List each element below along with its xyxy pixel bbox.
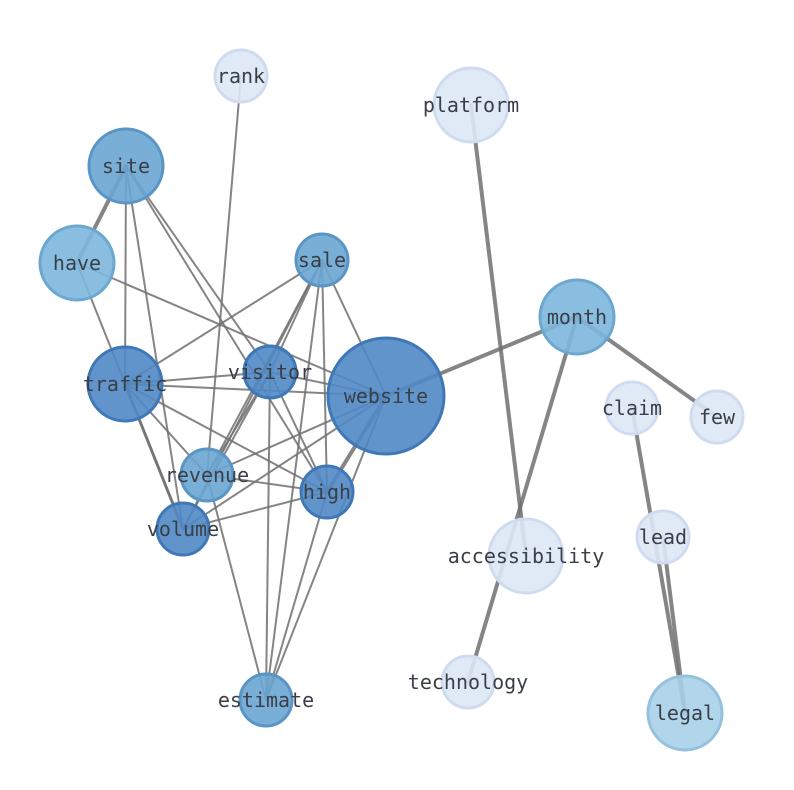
edge-sale-traffic xyxy=(124,259,323,385)
node-label-few: few xyxy=(699,405,736,429)
edge-site-visitor xyxy=(125,165,271,373)
edge-revenue-estimate xyxy=(206,474,267,701)
label-layer: rank platform site have sale month traffic visi… xyxy=(53,64,736,725)
node-claim xyxy=(604,380,660,436)
edge-sale-high xyxy=(321,259,328,493)
node-high xyxy=(299,464,355,520)
node-layer xyxy=(38,48,745,752)
edge-sale-estimate xyxy=(265,259,323,701)
node-label-visitor: visitor xyxy=(228,360,312,384)
node-accessibility xyxy=(487,517,565,595)
node-label-rank: rank xyxy=(217,64,265,88)
node-label-platform: platform xyxy=(423,93,519,117)
edge-visitor-volume xyxy=(182,371,271,530)
edge-high-estimate xyxy=(265,491,328,701)
node-website xyxy=(326,336,446,456)
edge-platform-accessibility xyxy=(469,103,528,558)
node-label-claim: claim xyxy=(602,396,662,420)
node-label-lead: lead xyxy=(639,525,687,549)
node-visitor xyxy=(242,344,298,400)
node-few xyxy=(689,389,745,445)
node-label-high: high xyxy=(303,480,351,504)
node-label-site: site xyxy=(102,154,150,178)
edge-rank-revenue xyxy=(206,75,242,476)
node-traffic xyxy=(86,345,164,423)
node-estimate xyxy=(238,672,294,728)
node-rank xyxy=(213,48,269,104)
node-volume xyxy=(155,501,211,557)
node-technology xyxy=(440,654,496,710)
node-label-have: have xyxy=(53,251,101,275)
node-sale xyxy=(294,232,350,288)
node-platform xyxy=(432,66,510,144)
node-label-month: month xyxy=(547,305,607,329)
node-label-legal: legal xyxy=(655,701,715,725)
node-have xyxy=(38,224,116,302)
node-legal xyxy=(646,674,724,752)
node-lead xyxy=(635,509,691,565)
node-month xyxy=(538,278,616,356)
node-label-revenue: revenue xyxy=(165,463,249,487)
node-label-volume: volume xyxy=(147,517,219,541)
node-label-estimate: estimate xyxy=(218,688,314,712)
edge-site-volume xyxy=(125,165,184,530)
edge-visitor-estimate xyxy=(265,371,271,701)
node-label-accessibility: accessibility xyxy=(448,544,605,568)
node-label-technology: technology xyxy=(408,670,528,694)
node-site xyxy=(87,127,165,205)
node-label-website: website xyxy=(344,384,428,408)
edge-month-technology xyxy=(466,315,579,684)
node-revenue xyxy=(179,447,235,503)
node-label-traffic: traffic xyxy=(83,372,167,396)
node-label-sale: sale xyxy=(298,248,346,272)
